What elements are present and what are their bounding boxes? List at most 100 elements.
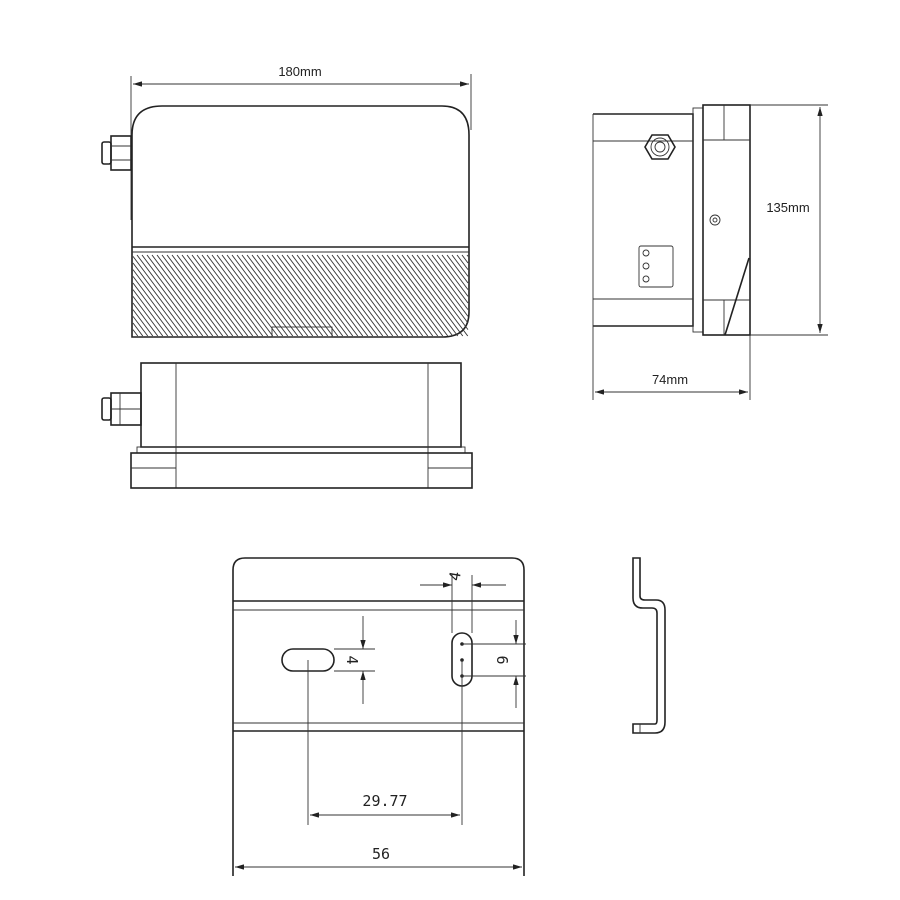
hatch-line — [356, 254, 419, 337]
hatch-line — [132, 276, 179, 337]
hatch-line — [446, 254, 469, 284]
hatched-section — [132, 254, 469, 337]
hatch-line — [436, 254, 469, 297]
hatch-line — [136, 254, 199, 337]
hatch-line — [451, 254, 469, 277]
left-slot-height-label: 4 — [343, 655, 361, 664]
cable-connector-icon — [101, 392, 142, 426]
side-body — [593, 113, 694, 327]
hatch-line — [406, 254, 469, 337]
hatch-line — [346, 254, 409, 337]
hatch-line — [221, 254, 284, 337]
hatch-line — [211, 254, 274, 337]
gland-nut-icon — [644, 134, 676, 160]
hatch-line — [466, 254, 469, 257]
hatch-line — [141, 254, 204, 337]
hatch-line — [306, 254, 369, 337]
hatch-line — [132, 316, 149, 337]
hatch-line — [421, 254, 469, 317]
hatch-line — [236, 254, 299, 337]
terminal-block-icon — [638, 245, 674, 288]
hatch-line — [321, 254, 384, 337]
slot-width-label: 4 — [445, 570, 464, 582]
hatch-line — [311, 254, 374, 337]
bracket-profile-view — [632, 557, 666, 734]
hatch-line — [271, 254, 334, 337]
side-mount-plate — [702, 104, 751, 336]
hatch-line — [351, 254, 414, 337]
hatch-line — [246, 254, 309, 337]
hatch-line — [331, 254, 394, 337]
hatch-line — [341, 254, 404, 337]
hatch-line — [371, 254, 434, 337]
hatch-line — [132, 302, 159, 337]
hatch-line — [426, 254, 469, 310]
hatch-line — [132, 269, 184, 337]
width-dimension-label: 180mm — [278, 64, 321, 79]
housing-body — [140, 362, 462, 448]
hatch-line — [176, 254, 239, 337]
hatch-line — [196, 254, 259, 337]
hatch-line — [266, 254, 329, 337]
hatch-line — [296, 254, 359, 337]
hatch-line — [381, 254, 444, 337]
hatch-line — [386, 254, 449, 337]
hatch-line — [146, 254, 209, 337]
hatch-line — [132, 289, 169, 337]
hatch-line — [391, 254, 454, 337]
hatch-line — [461, 254, 469, 264]
hatch-line — [361, 254, 424, 337]
hatch-line — [171, 254, 234, 337]
base-step — [136, 446, 466, 454]
hatch-line — [301, 254, 364, 337]
total-width-label: 56 — [372, 845, 390, 863]
mounting-bracket-view: 4 4 6 29.77 56 — [232, 557, 526, 876]
hatch-line — [401, 254, 464, 337]
front-view — [101, 362, 473, 489]
right-slot-height-label: 6 — [493, 655, 511, 664]
hatch-line — [396, 254, 459, 337]
hatch-line — [336, 254, 399, 337]
hatch-line — [431, 254, 469, 304]
hatch-line — [181, 254, 244, 337]
hatch-line — [132, 256, 194, 337]
hatch-line — [132, 329, 139, 337]
bracket-outline — [232, 557, 525, 876]
hatch-line — [156, 254, 219, 337]
top-view: 180mm — [101, 64, 472, 338]
hatch-line — [241, 254, 304, 337]
hatch-line — [226, 254, 289, 337]
hatch-line — [411, 254, 469, 330]
side-flange — [692, 107, 704, 333]
hatch-line — [261, 254, 324, 337]
hatch-line — [201, 254, 264, 337]
hatch-line — [132, 322, 144, 337]
housing-outline — [131, 105, 470, 338]
hatch-line — [231, 254, 294, 337]
base-block — [130, 452, 473, 489]
depth-dimension-label: 74mm — [652, 372, 688, 387]
hatch-line — [441, 254, 469, 290]
hatch-line — [456, 254, 469, 270]
hatch-line — [206, 254, 269, 337]
hatch-line — [316, 254, 379, 337]
hatch-line — [191, 254, 254, 337]
screw-icon — [709, 214, 721, 226]
hole-spacing-label: 29.77 — [362, 792, 407, 810]
hatch-line — [132, 282, 174, 337]
hatch-line — [326, 254, 389, 337]
hatch-line — [132, 309, 154, 337]
hatch-line — [286, 254, 349, 337]
hatch-line — [276, 254, 339, 337]
hatch-line — [291, 254, 354, 337]
hatch-line — [256, 254, 319, 337]
hatch-line — [416, 254, 469, 324]
hatch-line — [281, 254, 344, 337]
bottom-tab — [271, 326, 333, 338]
hatch-line — [251, 254, 314, 337]
hatch-line — [132, 296, 164, 337]
hatch-line — [161, 254, 224, 337]
cable-connector-icon — [101, 135, 132, 171]
